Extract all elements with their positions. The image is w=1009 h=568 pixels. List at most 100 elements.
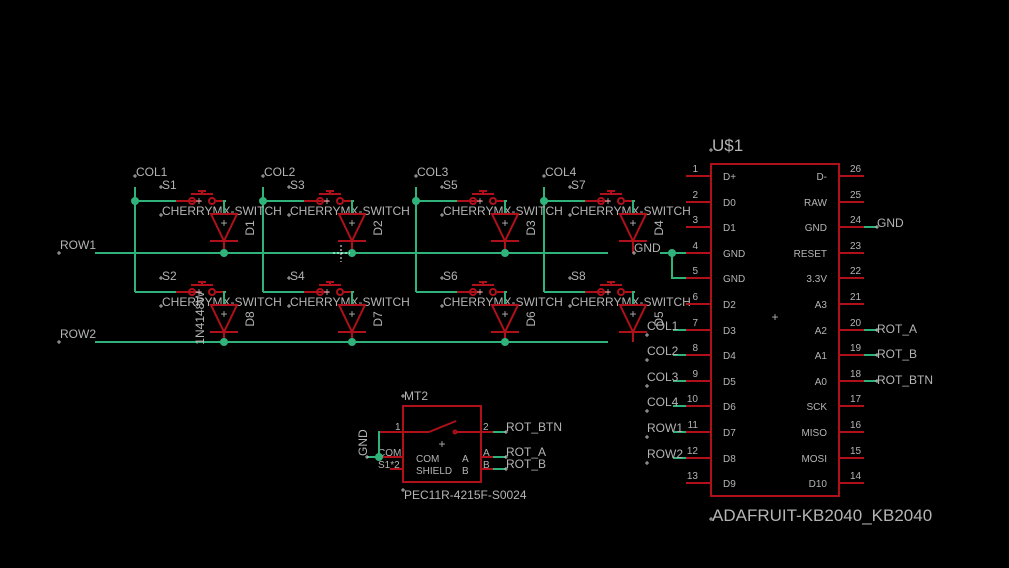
mcu-pin-6[interactable]: 6D2 <box>686 292 736 311</box>
switch-diode-wire[interactable] <box>632 200 635 214</box>
origin-plus: + <box>323 285 330 299</box>
switch-diode-wire[interactable] <box>504 200 507 214</box>
origin-plus: + <box>348 216 355 230</box>
pin-number: 24 <box>850 215 862 226</box>
origin-marker <box>440 185 444 189</box>
pin-label: SCK <box>806 402 827 413</box>
origin-marker <box>414 174 418 178</box>
origin-marker <box>875 328 879 332</box>
mcu-pin-26[interactable]: 26D- <box>816 164 864 183</box>
net-col2[interactable]: COL2 <box>259 165 296 292</box>
pin-label: D0 <box>723 198 736 209</box>
net-col4[interactable]: COL4 <box>540 165 577 292</box>
origin-marker <box>504 430 508 434</box>
origin-marker <box>287 276 291 280</box>
switch-diode-wire[interactable] <box>351 200 354 214</box>
mcu-pin-3[interactable]: 3D1 <box>686 215 736 234</box>
diode-name: D2 <box>371 220 385 236</box>
pin-label: A3 <box>815 300 828 311</box>
switch-diode-wire[interactable] <box>351 291 354 305</box>
origin-plus: + <box>629 216 636 230</box>
diode-d7[interactable]: +D7 <box>337 304 385 342</box>
origin-marker <box>365 455 369 459</box>
switch-name: S4 <box>290 269 305 283</box>
pin-number: 20 <box>850 318 862 329</box>
gnd-wire[interactable] <box>378 431 380 457</box>
diode-d1[interactable]: +D1 <box>209 213 257 253</box>
net-rot_b[interactable]: ROT_B <box>493 457 546 471</box>
diode-d4[interactable]: +D4 <box>618 213 666 253</box>
net-label-col3: COL3 <box>417 165 449 179</box>
origin-marker <box>504 467 508 471</box>
pin-number: 11 <box>688 420 699 431</box>
origin-marker <box>875 379 879 383</box>
switch-diode-wire[interactable] <box>223 291 226 305</box>
mcu-kb2040[interactable]: U$1ADAFRUIT-KB2040_KB2040+1D+2D03D14GND5… <box>632 136 933 525</box>
net-gnd-left[interactable]: GND <box>632 241 686 279</box>
net-col3[interactable]: COL3 <box>412 165 449 292</box>
origin-plus: + <box>501 216 508 230</box>
net-label: GND <box>877 216 904 230</box>
mcu-pin-2[interactable]: 2D0 <box>686 190 736 209</box>
switch-diode-wire[interactable] <box>504 291 507 305</box>
diode-d5[interactable]: +D5 <box>618 304 666 342</box>
diode-d8[interactable]: + D8 <box>209 304 257 342</box>
origin-plus: + <box>323 194 330 208</box>
net-col1[interactable]: COL1 <box>131 165 168 292</box>
pin-number: 13 <box>687 471 699 482</box>
switch-diode-wire[interactable] <box>632 291 635 305</box>
pin-label: D9 <box>723 479 736 490</box>
origin-plus: + <box>438 437 445 451</box>
diode-d3[interactable]: +D3 <box>490 213 538 253</box>
junction-dot <box>220 338 228 346</box>
net-rot_btn[interactable]: ROT_BTN <box>493 420 562 434</box>
enc-label-b: B <box>462 466 469 477</box>
switch-contact <box>489 197 497 205</box>
switch-value: CHERRYMX-SWITCH <box>290 295 410 309</box>
diode-name: D8 <box>243 311 257 327</box>
net-row1[interactable]: ROW1 <box>57 238 608 255</box>
diode-d6[interactable]: +D6 <box>490 304 538 342</box>
mcu-pin-22[interactable]: 223.3V <box>806 266 864 285</box>
gnd-wire[interactable] <box>671 253 686 279</box>
net-rot_a[interactable]: ROT_A <box>493 445 546 459</box>
pin-label: D6 <box>723 402 736 413</box>
net-gnd-encoder[interactable]: GND <box>356 429 383 461</box>
switch-diode-wire[interactable] <box>223 200 226 214</box>
net-row2[interactable]: ROW2 <box>57 327 608 344</box>
net-label: ROT_B <box>506 457 546 471</box>
diode-d2[interactable]: + D2 <box>337 213 385 253</box>
mcu-pin-1[interactable]: 1D+ <box>686 164 736 183</box>
origin-plus: + <box>220 307 227 321</box>
